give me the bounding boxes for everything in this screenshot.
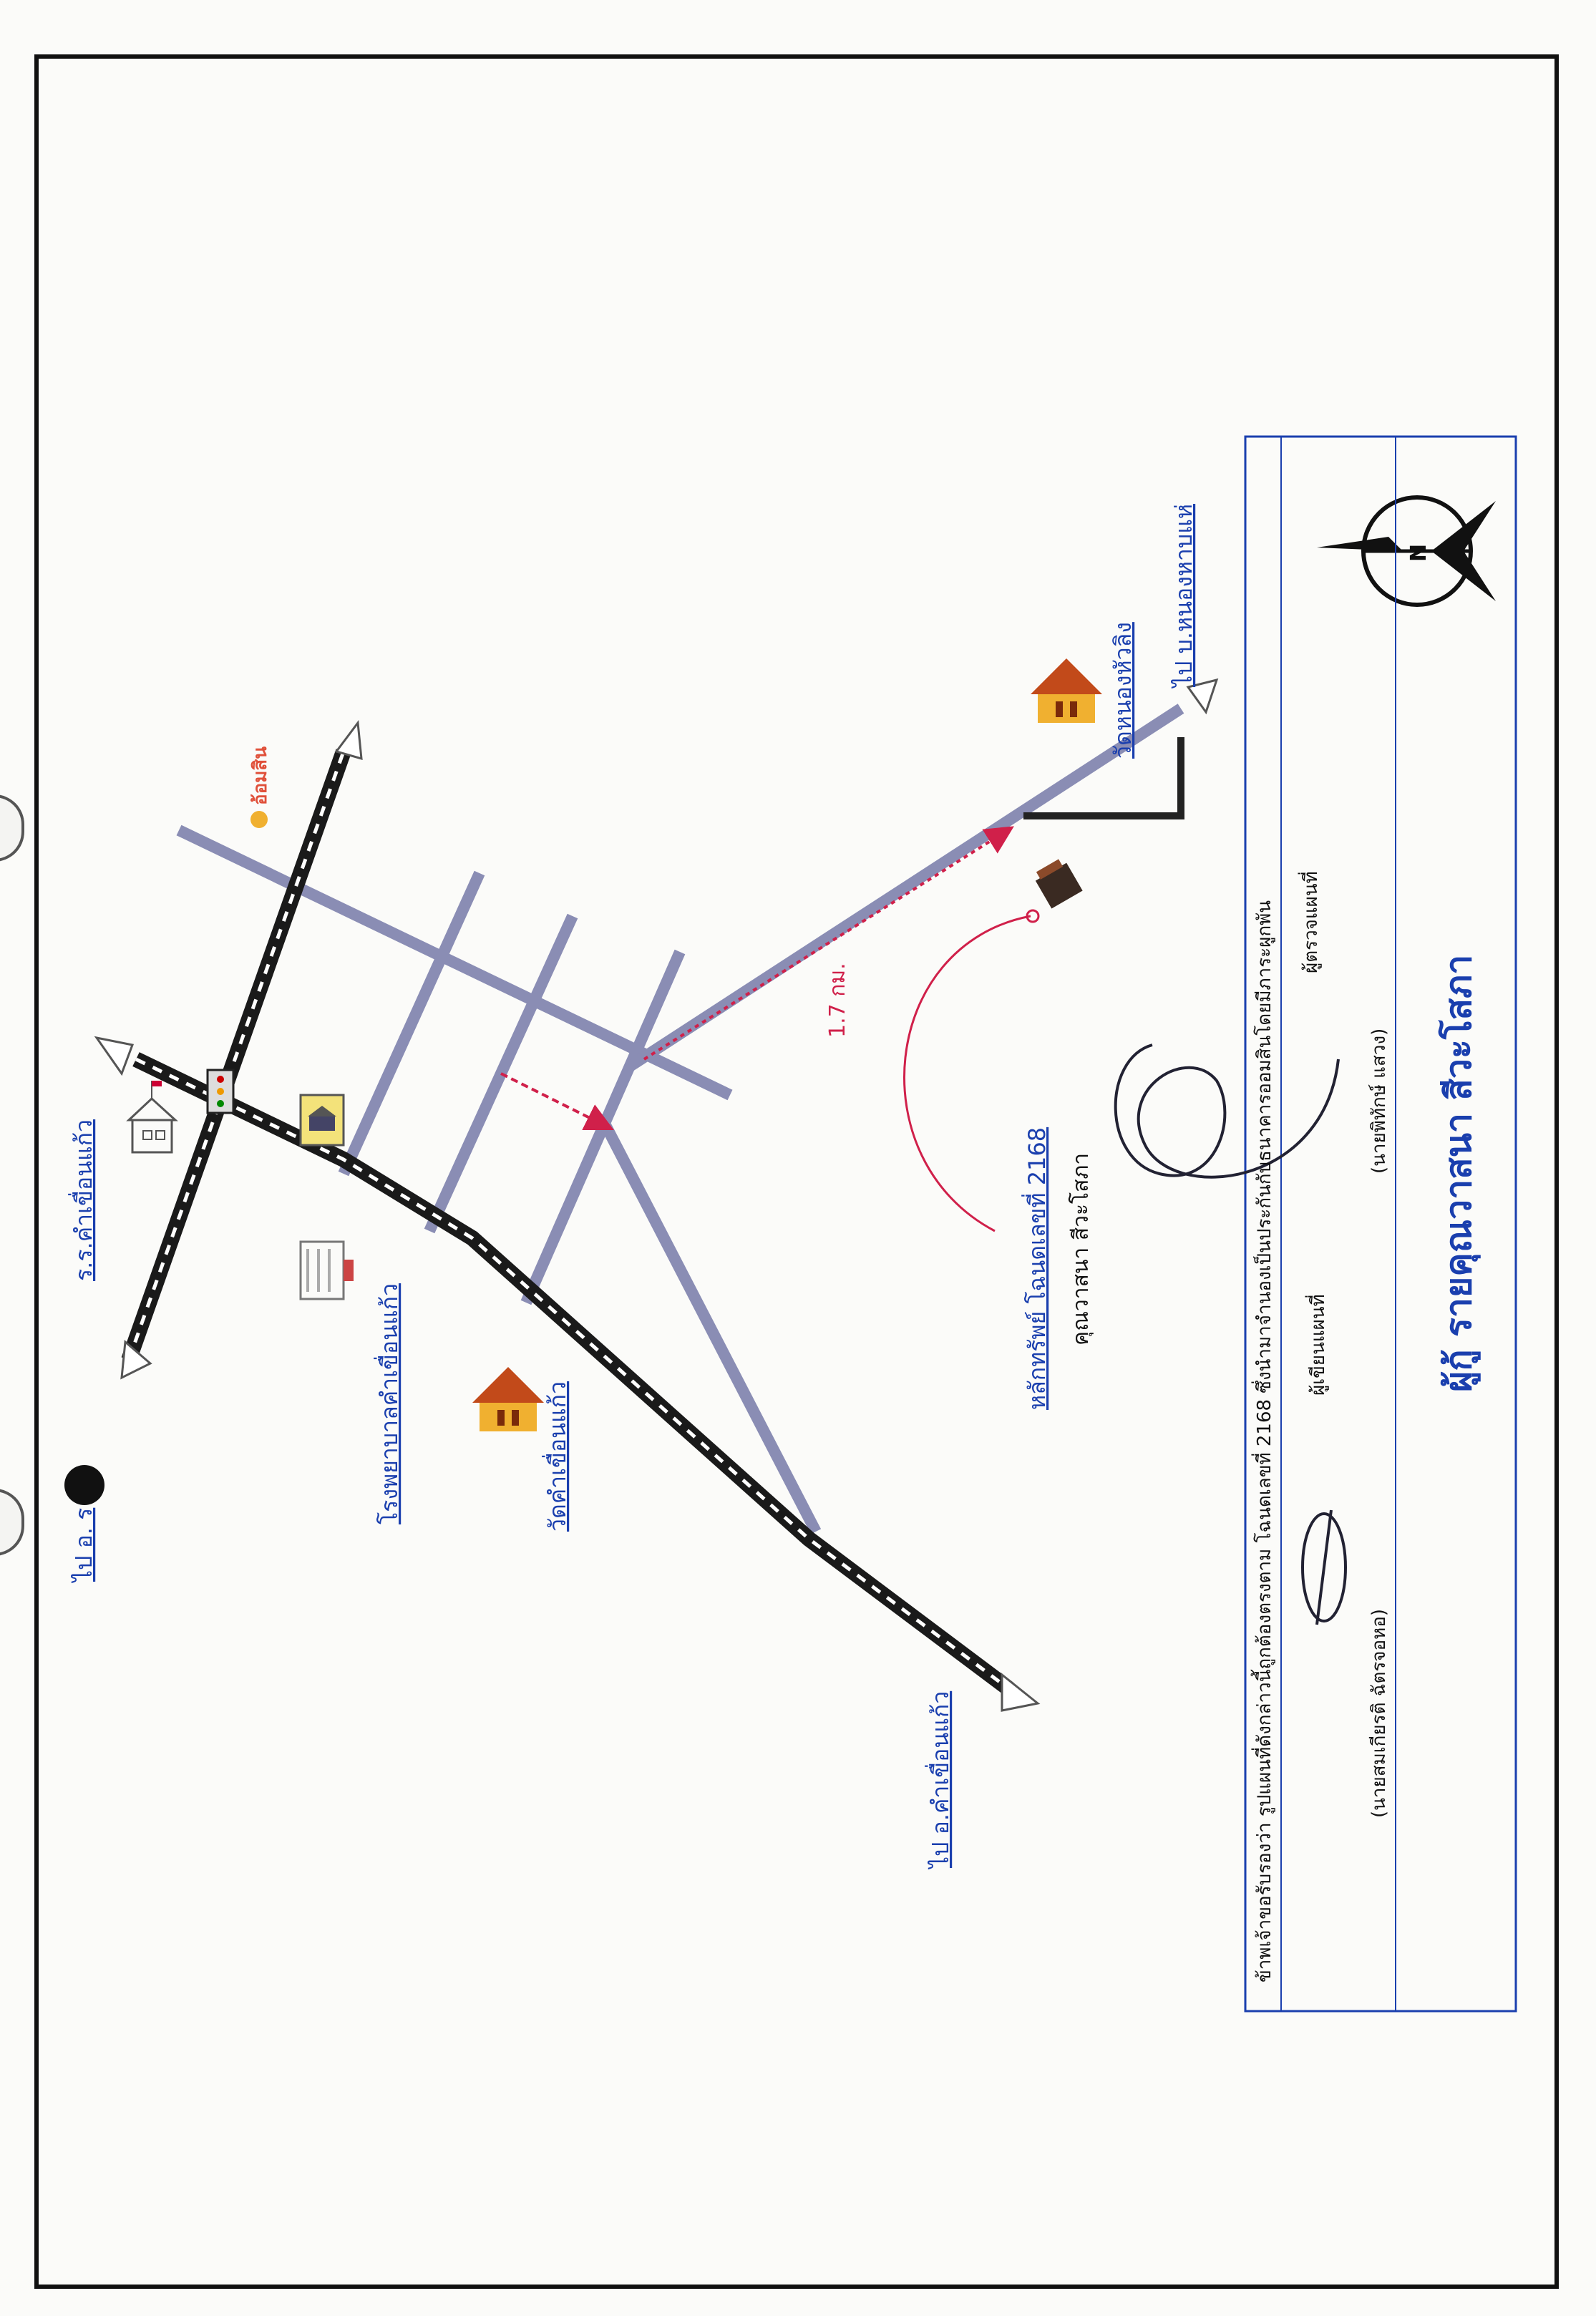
arrow-northwest [94,1036,135,1076]
label-temple-kham: วัดคำเขื่อนแก้ว [542,1381,571,1532]
borrower-title: ผู้กู้ รายคุณวาสนา สีวะโสภา [1437,955,1481,1392]
map-frame [34,54,1559,2289]
signature-checker [1114,1043,1340,1179]
cross-highway [121,749,351,1363]
property-house-icon [1035,859,1083,909]
drawer-role: ผู้เขียนแผนที่ [1305,1294,1329,1396]
label-to-village: ไป บ.หนองหาบแห่ [1170,504,1197,689]
store-icon [250,811,268,828]
label-temple-nong: วัดหนองหัวลิง [1109,622,1137,759]
temple-icon-kham [472,1367,544,1431]
road-side-1 [338,870,485,1177]
checker-name: (นายพิทักษ์ แสวง) [1368,1028,1390,1174]
arrow-northeast [334,720,363,761]
label-collateral-line1: หลักทรัพย์ โฉนดเลขที่ 2168 [1021,1127,1051,1410]
road-diagonal-south [599,1121,822,1534]
arrow-southeast [1001,1672,1041,1712]
label-collateral-line2: คุณวาสนา สีวะโสภา [1068,1153,1094,1346]
road-end-arrows [94,678,1219,1712]
label-hospital: โรงพยาบาลคำเขื่อนแก้ว [374,1283,403,1524]
property-marker [1026,909,1040,923]
main-highway [132,1052,1014,1695]
road-to-nonghuaaling [626,704,1184,1071]
label-distance: 1.7 กม. [825,963,850,1038]
temple-icon-nong [1031,658,1102,723]
checker-role: ผู้ตรวจแผนที่ [1298,871,1322,973]
drawer-name: (นายสมเกียรติ ฉัตรจอหอ) [1368,1609,1390,1818]
label-to-amphoe-bottom: ไป อ.คำเขื่อนแก้ว [925,1691,954,1870]
label-store-brand: อ้อมสิน [250,746,271,805]
map-labels: ไป อ. ร ร.ร.คำเขื่อนแก้ว โรงพยาบาลคำเขื่… [68,504,1481,1982]
hospital-icon [299,1240,354,1300]
bank-icon [299,1094,345,1147]
school-icon [126,1081,178,1154]
compass-icon [1317,495,1496,607]
compass-n-label: N [1406,544,1431,562]
route-to-property [500,826,1031,1232]
certification-box [1244,435,1517,2013]
signature-drawer [1301,1509,1347,1625]
stamp-dot [64,1465,104,1505]
arrow-to-village [1186,678,1219,715]
pointer-to-collateral [903,915,1031,1232]
traffic-light-icon [206,1069,235,1114]
property-access-road [1023,737,1184,819]
arrow-southwest [120,1339,152,1380]
label-school: ร.ร.คำเขื่อนแก้ว [68,1119,97,1281]
label-to-amphoe-top: ไป อ. ร [70,1508,97,1584]
certification-statement: ข้าพเจ้าขอรับรองว่า รูปแผนที่ดังกล่าวนี้… [1250,900,1275,1982]
